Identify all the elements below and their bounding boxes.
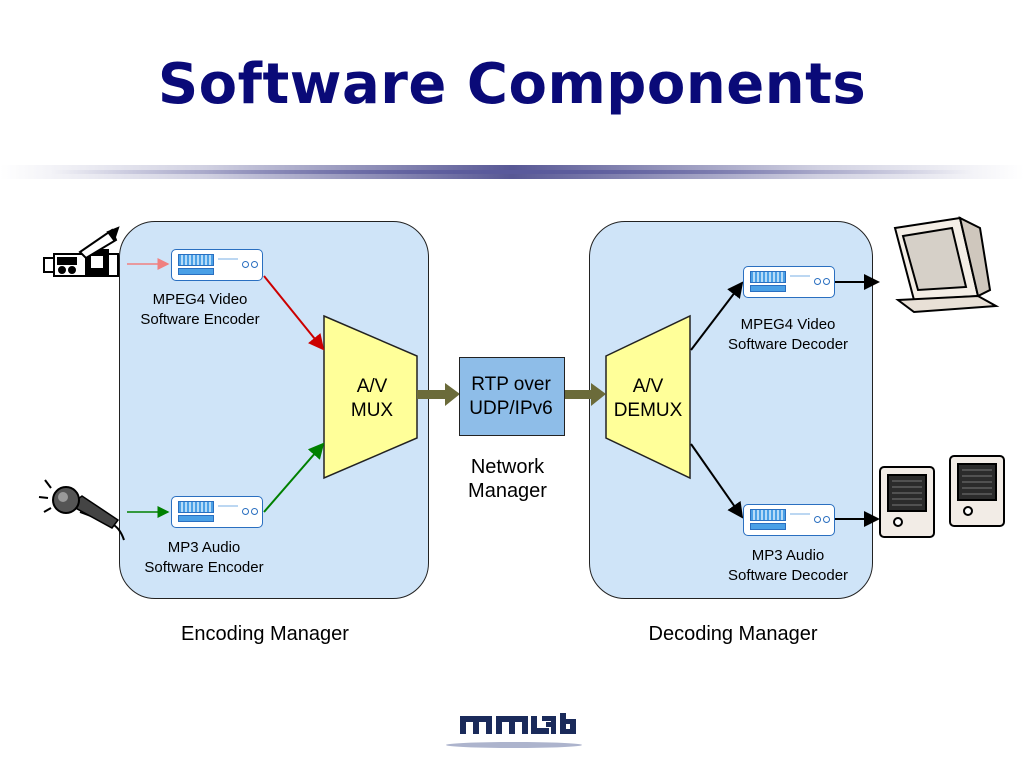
video-encoder-label: MPEG4 Video Software Encoder [140,291,260,328]
demux-to-video-arrow [690,281,744,351]
video-decoder-label: MPEG4 Video Software Decoder [727,316,849,353]
demux-label: A/V DEMUX [613,376,683,421]
monitor-icon [893,216,1000,314]
mux-label: A/V MUX [350,376,394,421]
encoding-manager-label: Encoding Manager [181,623,349,645]
audio-decoder-device [743,504,835,536]
demux-trapezoid [605,314,691,480]
title-divider-core [0,170,1024,174]
mux-to-network-arrow [417,383,460,406]
mux-trapezoid [323,314,418,480]
microphone-icon [38,479,125,541]
network-manager-label: Network Manager [468,456,547,502]
rtp-label: RTP over UDP/IPv6 [469,374,553,419]
audio-to-mux-arrow [263,442,325,513]
video-decoder-device [743,266,835,298]
audio-decoder-label: MP3 Audio Software Decoder [727,547,849,584]
network-to-demux-arrow [563,383,606,406]
video-to-mux-arrow [263,275,325,351]
mmlab-logo [446,713,582,748]
audio-encoder-label: MP3 Audio Software Encoder [144,539,264,576]
video-encoder-device [171,249,263,281]
video-camera-icon [43,226,120,277]
page-title: Software Components [157,52,867,117]
demux-to-audio-arrow [690,443,744,519]
audio-encoder-device [171,496,263,528]
decoding-manager-label: Decoding Manager [648,623,818,645]
speakers-icon [879,455,1005,538]
rtp-box [459,357,565,436]
